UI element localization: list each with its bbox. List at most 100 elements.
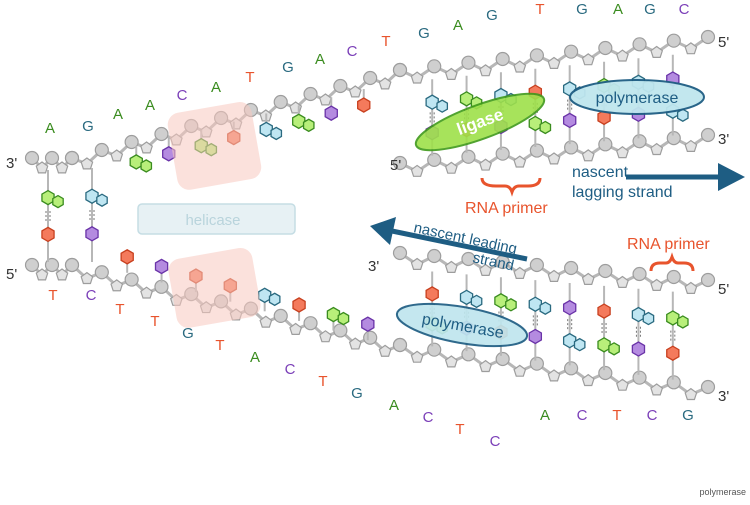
sugar — [547, 56, 561, 69]
sugar — [650, 278, 664, 291]
adenine-base — [494, 293, 508, 309]
sugar — [378, 344, 392, 357]
phosphate — [700, 29, 716, 45]
sugar — [684, 387, 698, 401]
sugar — [289, 322, 303, 335]
phosphate — [529, 48, 544, 63]
adenine-base — [326, 306, 341, 323]
nucleotide-letter: G — [182, 325, 194, 342]
nucleotide-letter: C — [86, 287, 97, 304]
phosphate — [598, 40, 613, 56]
phosphate — [392, 337, 408, 353]
unpaired-base — [257, 287, 281, 312]
phosphate — [303, 86, 318, 102]
nucleotide-letter: A — [315, 51, 325, 68]
phosphate — [529, 356, 544, 371]
nucleotide-letter: A — [145, 97, 155, 114]
guanine-base — [459, 289, 474, 306]
phosphate — [495, 51, 510, 67]
sugar — [410, 350, 424, 363]
guanine-base — [528, 296, 543, 312]
nucleotide-letter: A — [453, 17, 463, 34]
rna-primer-label-top: RNA primer — [465, 200, 548, 217]
sugar — [479, 263, 492, 276]
ligase-enzyme — [414, 92, 546, 152]
sugar — [479, 359, 492, 373]
guanine-base — [259, 121, 273, 138]
sugar — [616, 49, 629, 62]
unpaired-base — [361, 316, 375, 341]
thymine-base — [425, 286, 439, 302]
nucleotide-letter: C — [577, 407, 588, 424]
phosphate — [461, 55, 476, 70]
sugar — [513, 60, 527, 73]
nucleotide-letter: T — [535, 1, 544, 18]
helicase-box — [137, 203, 296, 235]
phosphate — [632, 134, 647, 149]
sugar — [479, 64, 492, 77]
phosphate — [124, 272, 139, 287]
nucleotide-letter: T — [115, 301, 124, 318]
guanine-base — [562, 332, 577, 349]
cytosine-base — [154, 258, 169, 275]
leading-label-1: nascent leading — [412, 219, 518, 257]
phosphate — [632, 266, 647, 282]
phosphate — [564, 44, 579, 59]
guanine-base-ring — [270, 126, 283, 141]
phosphate — [94, 142, 109, 158]
unpaired-base — [357, 89, 371, 113]
guanine-base-ring — [96, 193, 108, 207]
sugar — [547, 369, 561, 382]
nucleotide-letter: A — [613, 1, 623, 18]
sugar — [348, 337, 362, 350]
phosphate — [303, 316, 318, 331]
sugar — [616, 378, 629, 391]
phosphate — [666, 33, 681, 48]
thymine-base — [666, 345, 680, 361]
adenine-base-ring — [52, 194, 64, 209]
rna-primer-label-bottom: RNA primer — [627, 236, 710, 253]
sugar — [348, 85, 362, 98]
unpaired-base — [120, 249, 134, 273]
guanine-base-ring — [436, 99, 449, 113]
polymerase-top-label: polymerase — [596, 90, 679, 107]
nucleotide-letter: T — [245, 69, 254, 86]
lagging-label-2: lagging strand — [572, 184, 673, 201]
nucleotide-letter: T — [48, 287, 57, 304]
unpaired-base — [259, 113, 283, 141]
base-pair — [597, 285, 620, 371]
nucleotide-letter: G — [418, 25, 430, 42]
helicase-contact-top — [167, 102, 262, 190]
phosphate — [64, 257, 80, 273]
sugar — [410, 71, 424, 84]
unpaired-base — [324, 97, 338, 121]
phosphate — [392, 62, 408, 78]
phosphate — [495, 351, 510, 367]
nucleotide-letter: T — [318, 373, 327, 390]
guanine-base — [85, 188, 99, 204]
sugar — [684, 42, 698, 55]
phosphate — [632, 370, 647, 385]
sugar — [444, 67, 458, 80]
phosphate — [154, 126, 169, 142]
sugar — [581, 149, 595, 162]
nucleotide-letter: A — [45, 120, 55, 137]
phosphate — [564, 140, 579, 155]
nucleotide-letter: C — [285, 361, 296, 378]
adenine-base-ring — [608, 342, 620, 356]
nucleotide-letter: A — [211, 79, 221, 96]
sugar — [80, 271, 94, 285]
nucleotide-letter: C — [347, 43, 358, 60]
leading-arrow-head — [370, 217, 396, 245]
phosphate — [427, 248, 442, 264]
phosphate — [700, 127, 716, 143]
adenine-base-ring — [337, 311, 350, 326]
nucleotide-letter: G — [82, 118, 94, 135]
cytosine-base — [562, 299, 577, 316]
backbone-nascent-leading — [392, 245, 716, 294]
cytosine-base — [528, 328, 543, 345]
prime-label-bottom-left: 5' — [6, 266, 17, 283]
phosphate — [598, 137, 613, 152]
nucleotide-letter: G — [682, 407, 694, 424]
prime-label-inner-bottom: 3' — [368, 258, 379, 275]
